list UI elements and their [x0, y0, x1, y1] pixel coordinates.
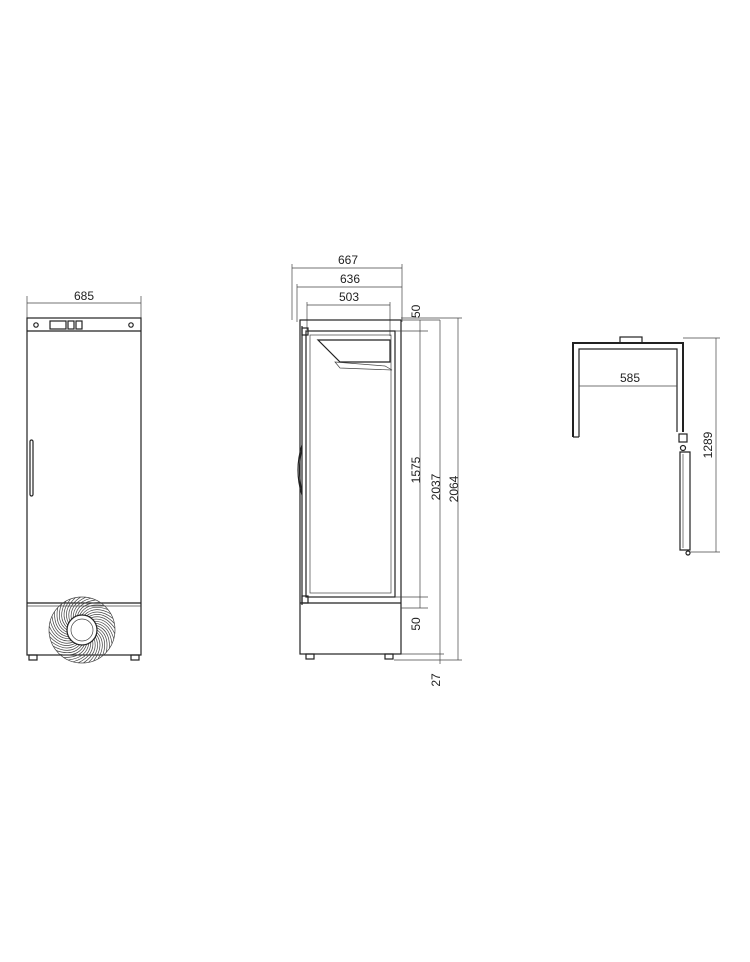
fan-blade — [94, 620, 115, 639]
fan-blade — [83, 638, 96, 664]
fan-blade — [68, 596, 81, 622]
hinge-top — [301, 327, 309, 336]
fan-blade — [96, 625, 110, 649]
fan-blade — [92, 618, 116, 634]
fan-blade — [84, 609, 111, 616]
fan-blade — [66, 597, 76, 624]
screw-icon — [33, 322, 39, 328]
screw-icon — [128, 322, 134, 328]
open-door — [679, 451, 691, 551]
display-panel — [49, 320, 67, 330]
fan-blade — [96, 632, 103, 659]
control-button — [75, 320, 83, 330]
fan-blade — [77, 602, 101, 616]
fan-blade — [63, 644, 87, 658]
dim-bottom-gap: 50 — [401, 597, 428, 631]
dim-inner-height-label: 1575 — [409, 456, 423, 483]
fan-blade — [86, 611, 114, 619]
evaporator-box — [316, 339, 391, 363]
fan-hub — [66, 614, 98, 646]
fan-blade — [79, 604, 105, 616]
top-protrusion — [619, 336, 643, 344]
front-cabinet-body — [26, 317, 142, 656]
dim-feet-height-label: 27 — [429, 673, 443, 687]
fan-blade — [61, 601, 68, 628]
dim-side-667-label: 667 — [338, 253, 358, 267]
fan-blade — [93, 634, 101, 662]
side-view: 667 636 503 — [291, 253, 462, 687]
fan-blade — [72, 597, 91, 618]
dim-door-open-depth: 585 — [579, 371, 677, 387]
dim-top-gap-label: 50 — [409, 304, 423, 318]
dim-inner-height: 1575 — [395, 331, 428, 598]
hinge-icon — [678, 433, 688, 443]
fan-blade — [63, 598, 71, 626]
fan-blade — [51, 616, 69, 638]
fan-blade — [58, 604, 68, 631]
dim-feet-height: 27 — [429, 654, 443, 687]
fan-blade — [56, 607, 68, 633]
fan-icon — [48, 596, 116, 664]
fan-blade — [74, 599, 96, 617]
dim-door-open-depth-label: 585 — [620, 371, 640, 385]
fan-blade — [48, 626, 72, 642]
foot — [28, 654, 38, 661]
door-handle — [297, 444, 303, 496]
inner-liner — [309, 334, 392, 594]
fan-blade — [53, 644, 80, 651]
dim-bottom-gap-label: 50 — [409, 617, 423, 631]
fan-blade — [70, 596, 86, 620]
dim-side-667: 667 — [291, 253, 403, 322]
fan-blade — [90, 616, 116, 629]
fan-blade — [54, 611, 68, 635]
dim-door-open-height: 1289 — [683, 337, 720, 553]
dim-top-gap: 50 — [395, 304, 440, 332]
top-view-outer — [572, 342, 684, 437]
foot — [384, 653, 394, 660]
fan-blade — [95, 622, 113, 644]
top-view: 585 1289 — [572, 336, 720, 556]
door-handle-inner — [298, 447, 303, 493]
dim-side-503: 503 — [306, 290, 391, 336]
dim-side-636: 636 — [296, 272, 402, 322]
fan-blade — [88, 614, 115, 624]
fan-blade — [49, 636, 76, 646]
front-view: 685 — [26, 289, 142, 664]
fan-hub-inner — [70, 618, 94, 642]
fan-blade — [81, 606, 108, 616]
fan-blade — [48, 631, 74, 644]
dim-front-width-label: 685 — [74, 289, 94, 303]
dim-total-height-label: 2064 — [447, 475, 461, 502]
fan-blade — [56, 644, 83, 654]
fan-blade — [50, 641, 78, 649]
fan-outer-ring — [48, 596, 116, 664]
control-button — [67, 320, 75, 330]
hinge-bottom — [301, 595, 309, 604]
fan-blade — [96, 627, 108, 653]
foot — [305, 653, 315, 660]
hinge-pin-icon — [679, 444, 687, 452]
fan-blade — [88, 636, 98, 663]
dim-side-636-label: 636 — [340, 272, 360, 286]
dim-body-height-label: 2037 — [429, 473, 443, 500]
fan-blade — [73, 642, 92, 663]
fan-blade — [96, 629, 106, 656]
door-handle — [29, 439, 34, 497]
dim-door-open-height-label: 1289 — [701, 431, 715, 458]
evaporator-tray — [334, 361, 393, 371]
fan-blade — [78, 640, 94, 664]
door-end-icon — [685, 550, 691, 556]
dim-side-503-label: 503 — [339, 290, 359, 304]
foot — [130, 654, 140, 661]
dim-body-height: 2037 — [401, 320, 444, 655]
top-view-inner — [578, 348, 678, 437]
fan-blade — [49, 621, 70, 640]
fan-blade — [59, 644, 85, 656]
fan-blade — [68, 643, 90, 661]
dim-front-width: 685 — [26, 289, 142, 318]
inner-cavity — [305, 330, 396, 598]
dim-total-height: 2064 — [394, 317, 462, 661]
